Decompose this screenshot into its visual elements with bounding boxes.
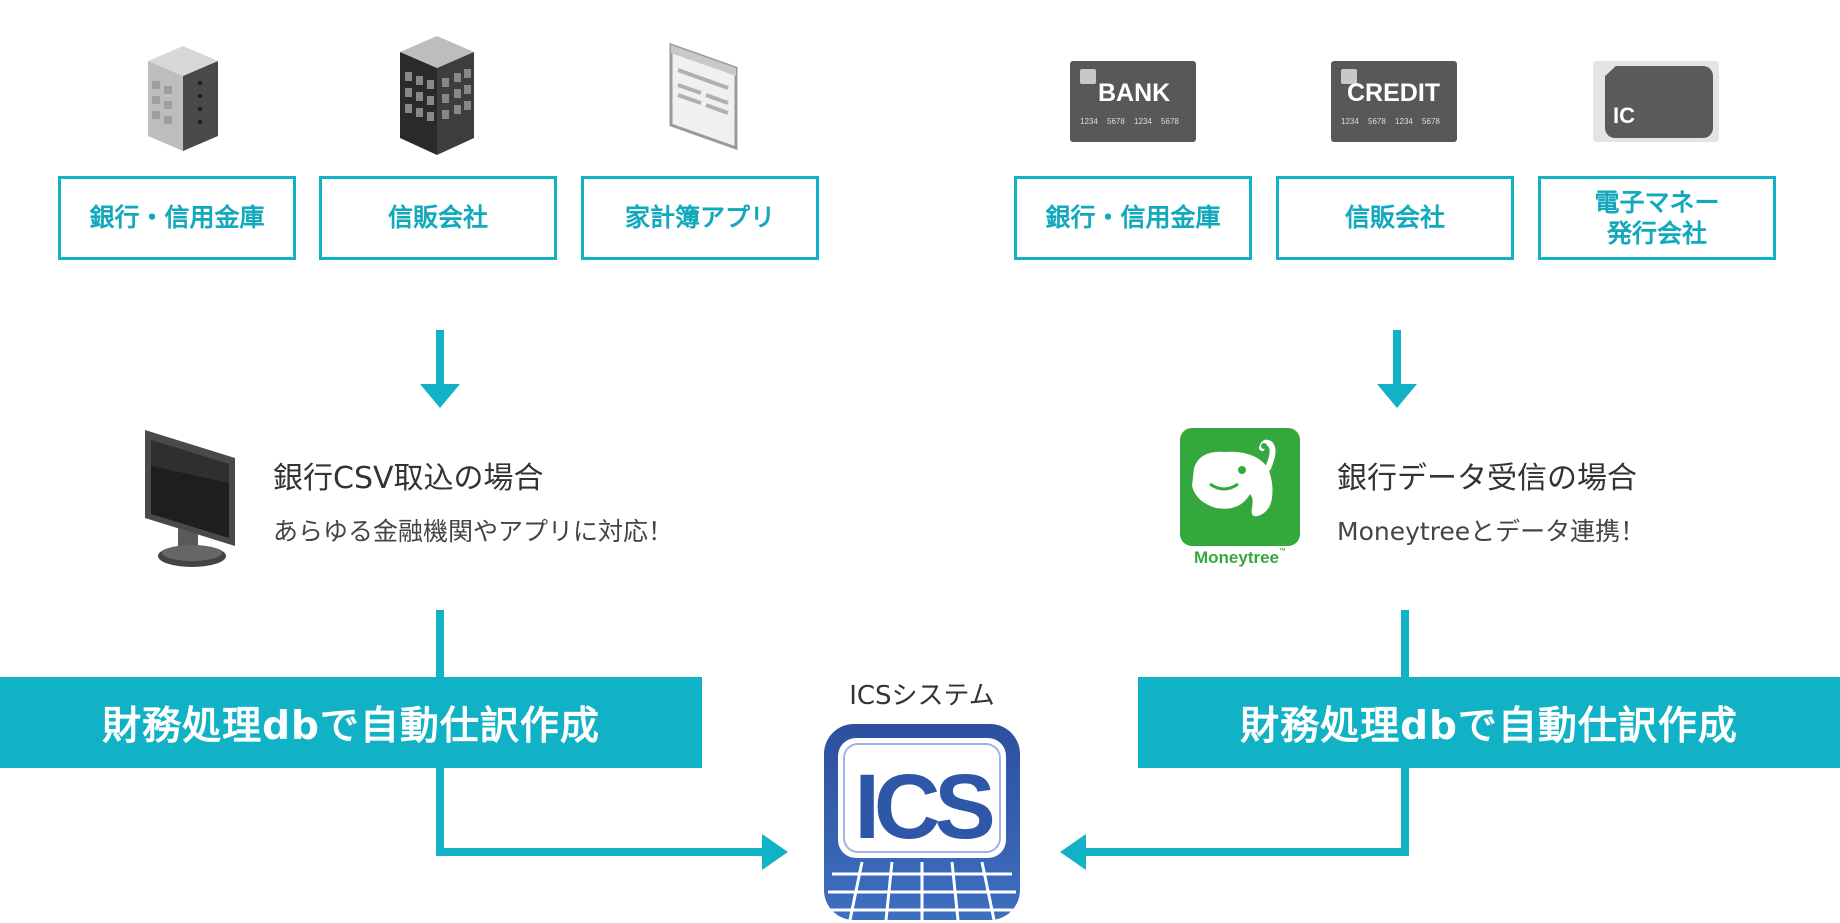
right-left-arrow-icon xyxy=(1060,834,1086,870)
ic-card-icon: IC xyxy=(1593,61,1719,142)
card-number-text: 1234 5678 1234 5678 xyxy=(1341,117,1440,126)
source-box-credit-company-right: 信販会社 xyxy=(1276,176,1514,260)
moneytree-logo: Moneytree™ xyxy=(1180,428,1300,573)
card-chip-icon xyxy=(1341,69,1357,84)
ics-logo-icon: ICS xyxy=(824,724,1020,921)
source-box-emoney-issuer: 電子マネー 発行会社 xyxy=(1538,176,1776,260)
right-case-title: 銀行データ受信の場合 xyxy=(1337,461,1637,496)
left-band: 財務処理dbで自動仕訳作成 xyxy=(0,677,702,768)
moneytree-logo-name: Moneytree xyxy=(1193,548,1280,567)
source-box-bank: 銀行・信用金庫 xyxy=(58,176,296,260)
right-down-arrow-icon xyxy=(1377,384,1417,408)
left-down-arrow-shaft xyxy=(436,330,444,388)
source-box-bank-right: 銀行・信用金庫 xyxy=(1014,176,1252,260)
card-brand-text: IC xyxy=(1613,103,1635,128)
card-chip-icon xyxy=(1080,69,1096,84)
office-building-light-icon xyxy=(148,46,218,151)
office-building-dark-icon xyxy=(400,36,474,155)
moneytree-logo-tm: ™ xyxy=(1279,548,1287,555)
left-connector-horizontal xyxy=(436,848,766,856)
ics-logo-text: ICS xyxy=(854,756,992,858)
card-number-text: 1234 5678 1234 5678 xyxy=(1080,117,1179,126)
ic-card-face xyxy=(1605,66,1713,138)
card-brand-text: BANK xyxy=(1098,79,1171,107)
bank-card-icon: BANK 1234 5678 1234 5678 xyxy=(1070,61,1196,142)
right-band: 財務処理dbで自動仕訳作成 xyxy=(1138,677,1840,768)
ics-system-label: ICSシステム xyxy=(849,681,995,711)
right-case-desc: Moneytreeとデータ連携！ xyxy=(1337,517,1646,546)
card-brand-text: CREDIT xyxy=(1347,79,1441,107)
elephant-icon xyxy=(1180,428,1300,546)
monitor-icon xyxy=(145,430,235,567)
web-page-icon xyxy=(669,42,738,151)
left-right-arrow-icon xyxy=(762,834,788,870)
source-box-household-app: 家計簿アプリ xyxy=(581,176,819,260)
source-box-credit-company: 信販会社 xyxy=(319,176,557,260)
credit-card-icon: CREDIT 1234 5678 1234 5678 xyxy=(1331,61,1457,142)
left-case-title: 銀行CSV取込の場合 xyxy=(273,461,544,496)
left-down-arrow-icon xyxy=(420,384,460,408)
right-connector-horizontal xyxy=(1078,848,1409,856)
moneytree-logo-text: Moneytree™ xyxy=(1180,548,1300,568)
right-down-arrow-shaft xyxy=(1393,330,1401,388)
left-case-desc: あらゆる金融機関やアプリに対応！ xyxy=(273,517,674,546)
